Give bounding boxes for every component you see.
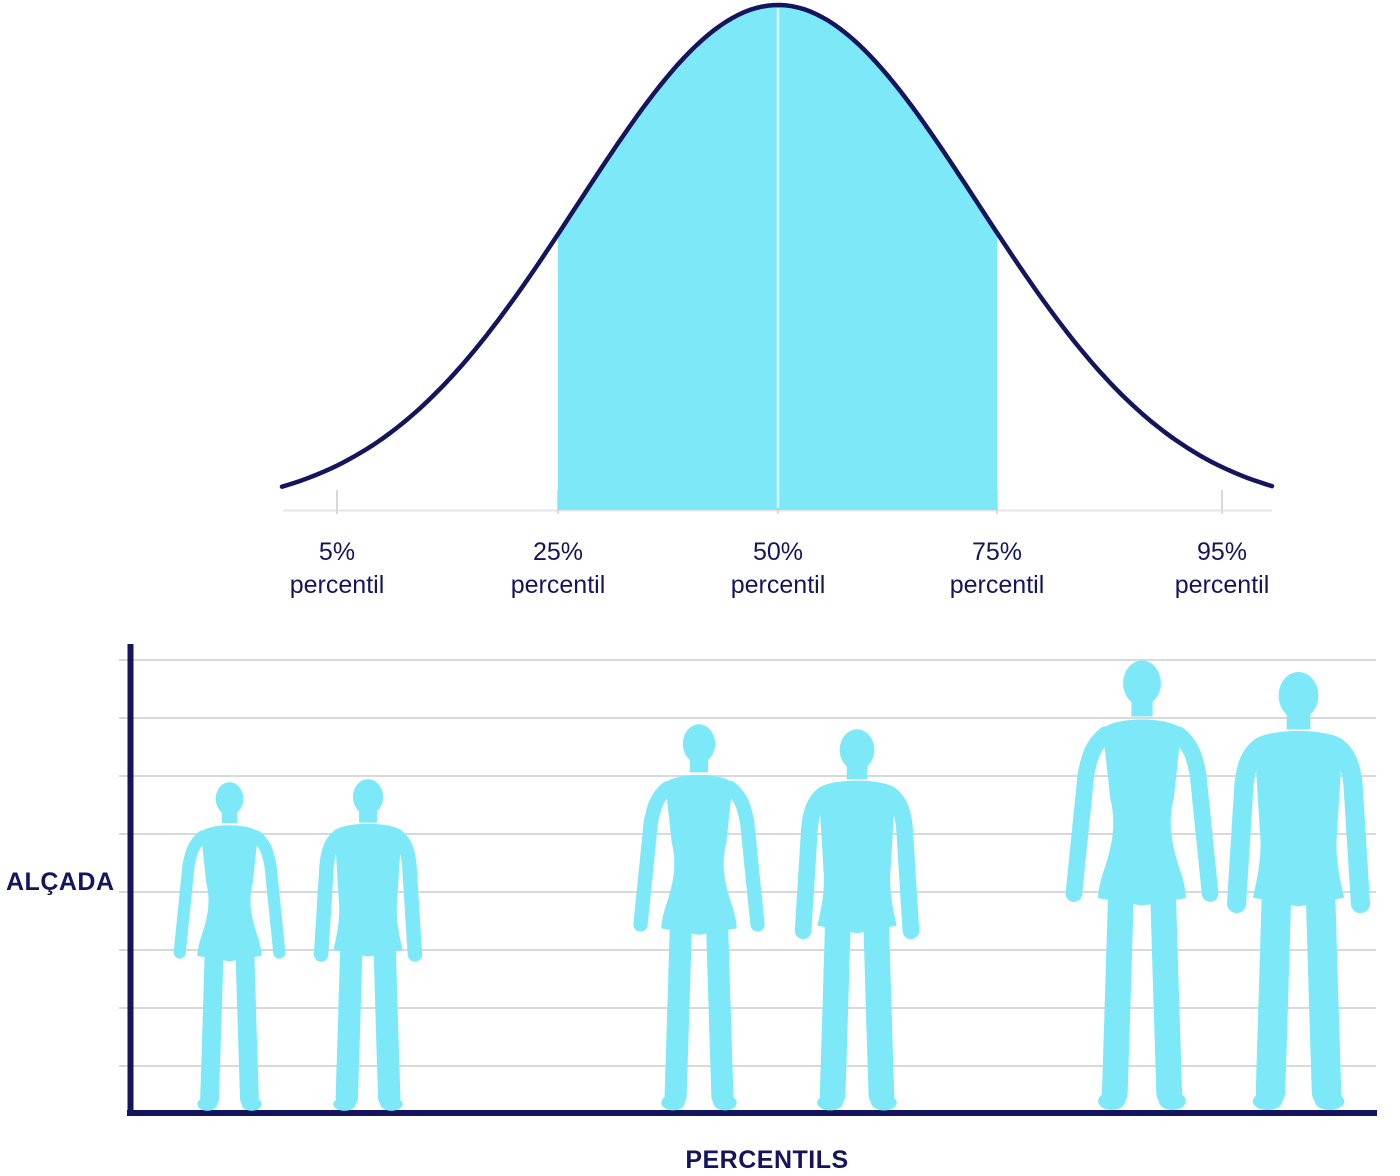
tick-label-25-percentil: 25% percentil	[448, 536, 668, 602]
male-silhouette-short	[301, 777, 435, 1113]
tick-value: 25%	[532, 538, 584, 566]
tick-label-75-percentil: 75% percentil	[887, 536, 1107, 602]
tick-value: 5%	[318, 538, 356, 566]
y-axis-label: ALÇADA	[6, 868, 115, 896]
tick-label-95-percentil: 95% percentil	[1112, 536, 1332, 602]
tick-sublabel: percentil	[730, 571, 826, 599]
tick-sublabel: percentil	[510, 571, 606, 599]
tick-label-50-percentil: 50% percentil	[668, 536, 888, 602]
tick-sublabel: percentil	[949, 571, 1045, 599]
tick-value: 95%	[1196, 538, 1248, 566]
female-silhouette-average	[621, 723, 777, 1113]
tick-sublabel: percentil	[289, 571, 385, 599]
bell-curve-line	[279, 2, 1275, 489]
male-silhouette-tall	[1210, 662, 1387, 1113]
x-axis-label: PERCENTILS	[685, 1146, 849, 1174]
tick-sublabel: percentil	[1174, 571, 1270, 599]
male-silhouette-average	[780, 727, 934, 1113]
distribution-curve-panel	[279, 2, 1275, 514]
female-silhouette-tall	[1051, 659, 1233, 1113]
tick-label-5-percentil: 5% percentil	[227, 536, 447, 602]
tick-value: 50%	[752, 538, 804, 566]
tick-value: 75%	[971, 538, 1023, 566]
female-silhouette-short	[163, 781, 296, 1113]
